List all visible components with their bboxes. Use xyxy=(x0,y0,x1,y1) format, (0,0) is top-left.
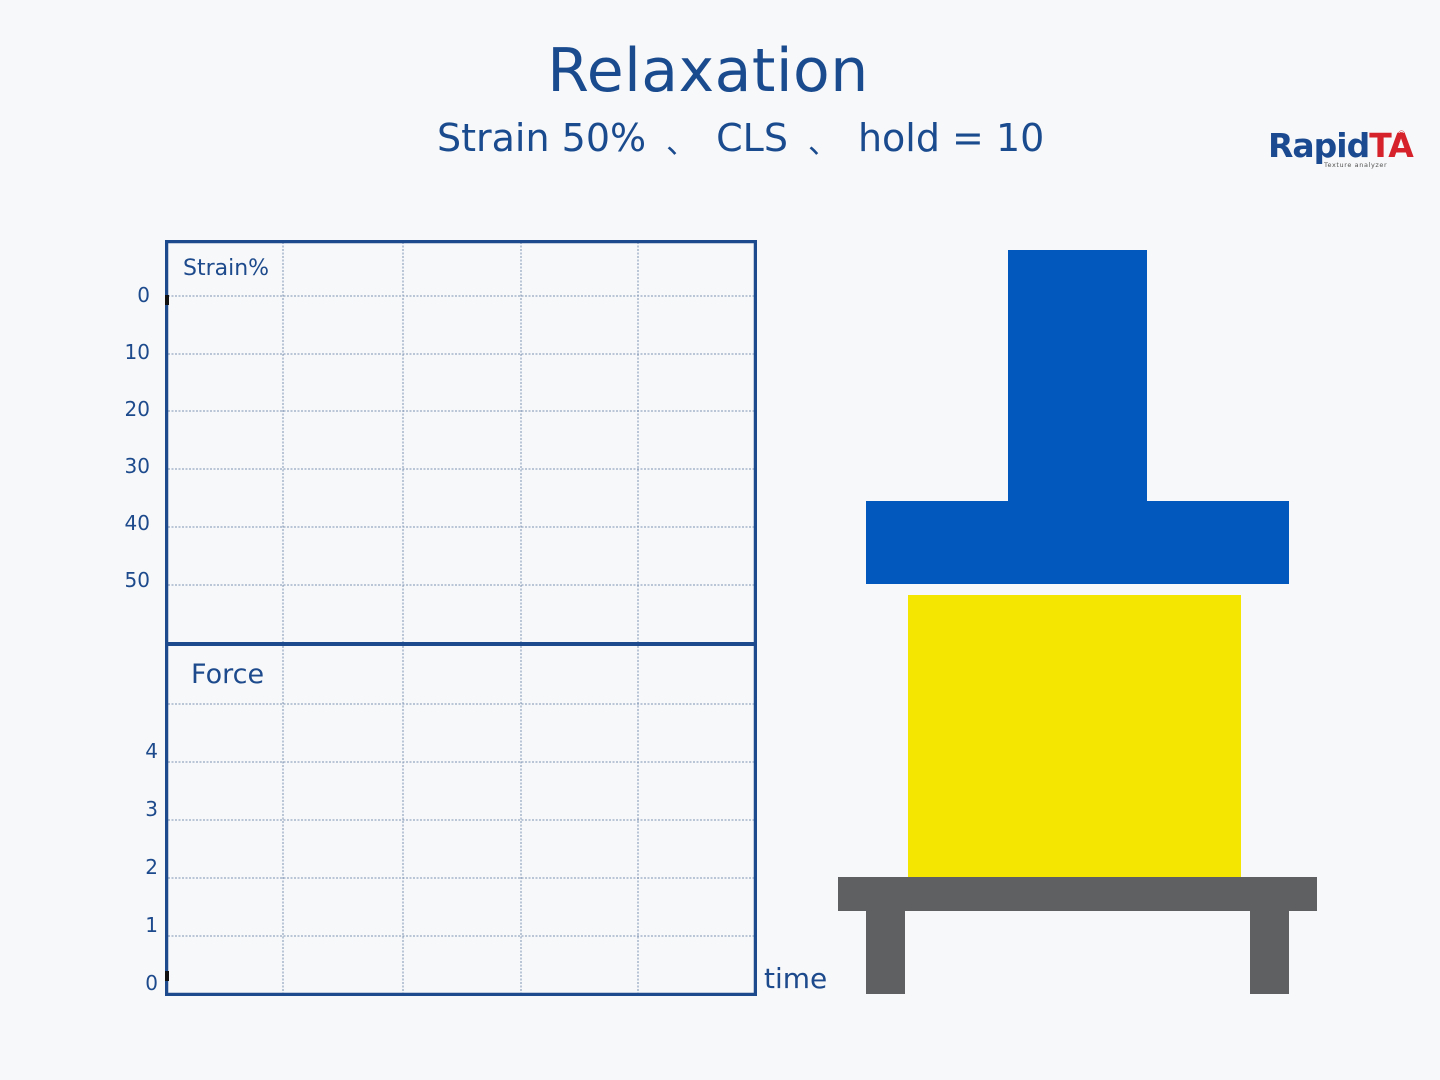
hold-parameter: hold = 10 xyxy=(857,116,1045,160)
strain-curve-start xyxy=(165,295,169,305)
probe-shaft xyxy=(1008,250,1147,504)
force-tick-label: 4 xyxy=(145,739,158,763)
force-curve-start xyxy=(165,971,169,981)
texture-analyzer-illustration xyxy=(838,250,1317,994)
strain-tick-label: 40 xyxy=(124,511,150,535)
force-tick-label: 1 xyxy=(145,913,158,937)
logo-wordmark: RapidTA xyxy=(1268,126,1414,165)
strain-tick-label: 20 xyxy=(124,397,150,421)
separator: 、 xyxy=(666,126,697,161)
compression-plate xyxy=(866,501,1289,584)
force-tick-label: 3 xyxy=(145,797,158,821)
strain-force-chart xyxy=(165,240,757,996)
chart-frame xyxy=(165,240,757,996)
force-tick-label: 0 xyxy=(145,971,158,995)
force-tick-label: 2 xyxy=(145,855,158,879)
strain-tick-label: 0 xyxy=(137,283,150,307)
force-axis-label: Force xyxy=(191,659,265,690)
rapidta-logo: RapidTA ® Texture analyzer xyxy=(1268,126,1414,172)
strain-parameter: Strain 50% xyxy=(437,116,647,160)
strain-axis-label: Strain% xyxy=(183,256,270,281)
separator: 、 xyxy=(807,126,838,161)
platform-top xyxy=(838,877,1317,911)
logo-tagline: Texture analyzer xyxy=(1324,161,1388,169)
page-title: Relaxation xyxy=(547,36,869,106)
sample-block xyxy=(908,595,1241,878)
strain-tick-label: 50 xyxy=(124,568,150,592)
registered-mark: ® xyxy=(1397,130,1406,140)
strain-grid xyxy=(168,242,754,642)
strain-tick-label: 30 xyxy=(124,454,150,478)
strain-tick-label: 10 xyxy=(124,340,150,364)
time-axis-label: time xyxy=(764,962,828,995)
platform-leg-left xyxy=(866,908,905,994)
mode-parameter: CLS xyxy=(716,116,788,160)
test-parameters-subtitle: Strain 50% 、 CLS 、 hold = 10 xyxy=(437,116,1044,162)
platform-leg-right xyxy=(1250,908,1289,994)
force-grid xyxy=(168,646,754,993)
